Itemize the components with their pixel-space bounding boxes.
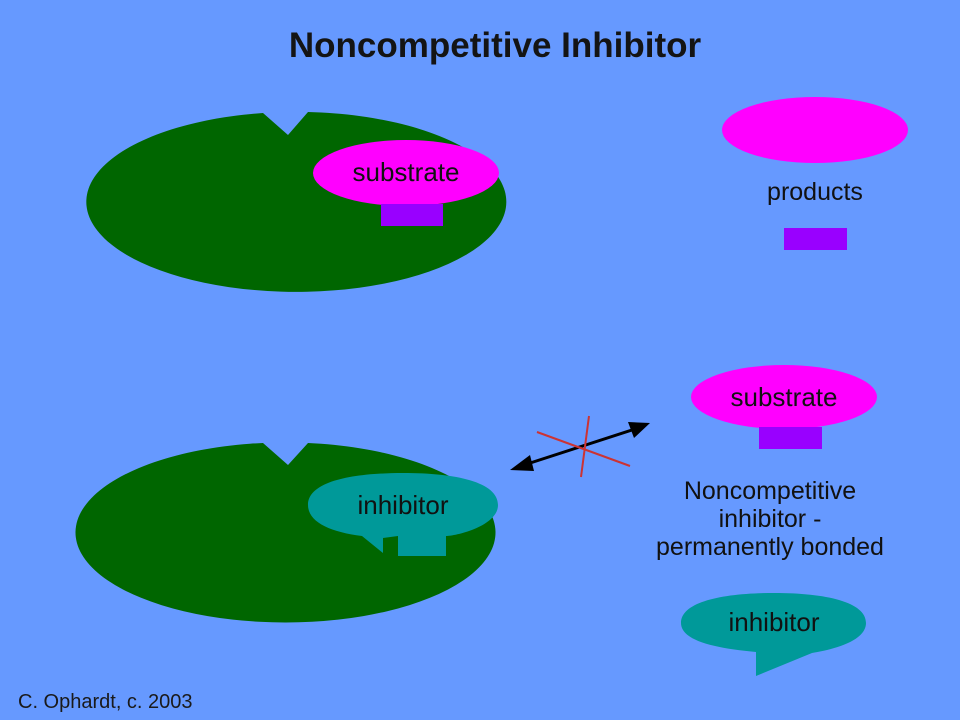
inhibitor-bound-shape bbox=[308, 473, 498, 556]
substrate-bound-label: substrate bbox=[352, 157, 460, 187]
product-ellipse bbox=[722, 97, 908, 163]
arrowhead-left bbox=[510, 455, 534, 471]
inhibitor-free-shape bbox=[681, 593, 866, 676]
substrate-free-block bbox=[759, 427, 822, 449]
blocked-mark-line-2 bbox=[580, 415, 590, 478]
note-line-2: inhibitor - bbox=[718, 505, 822, 533]
arrowhead-right bbox=[628, 422, 650, 438]
credit-text: C. Ophardt, c. 2003 bbox=[18, 691, 193, 713]
note-line-1: Noncompetitive bbox=[683, 477, 857, 505]
reversible-arrow bbox=[523, 426, 639, 467]
substrate-bound-shape bbox=[313, 140, 499, 206]
inhibitor-free-label: inhibitor bbox=[728, 607, 820, 637]
products-label: products bbox=[767, 178, 863, 206]
note-line-3: permanently bonded bbox=[656, 533, 884, 561]
blocked-mark-line-1 bbox=[536, 431, 631, 467]
noncompetitive-note: Noncompetitive inhibitor - permanently b… bbox=[600, 477, 940, 561]
diagram-title: Noncompetitive Inhibitor bbox=[288, 26, 702, 65]
product-block bbox=[784, 228, 847, 250]
inhibitor-bound-label: inhibitor bbox=[357, 490, 449, 520]
substrate-free-label: substrate bbox=[730, 382, 838, 412]
substrate-bound-block bbox=[381, 204, 443, 226]
substrate-free-shape bbox=[691, 365, 877, 429]
